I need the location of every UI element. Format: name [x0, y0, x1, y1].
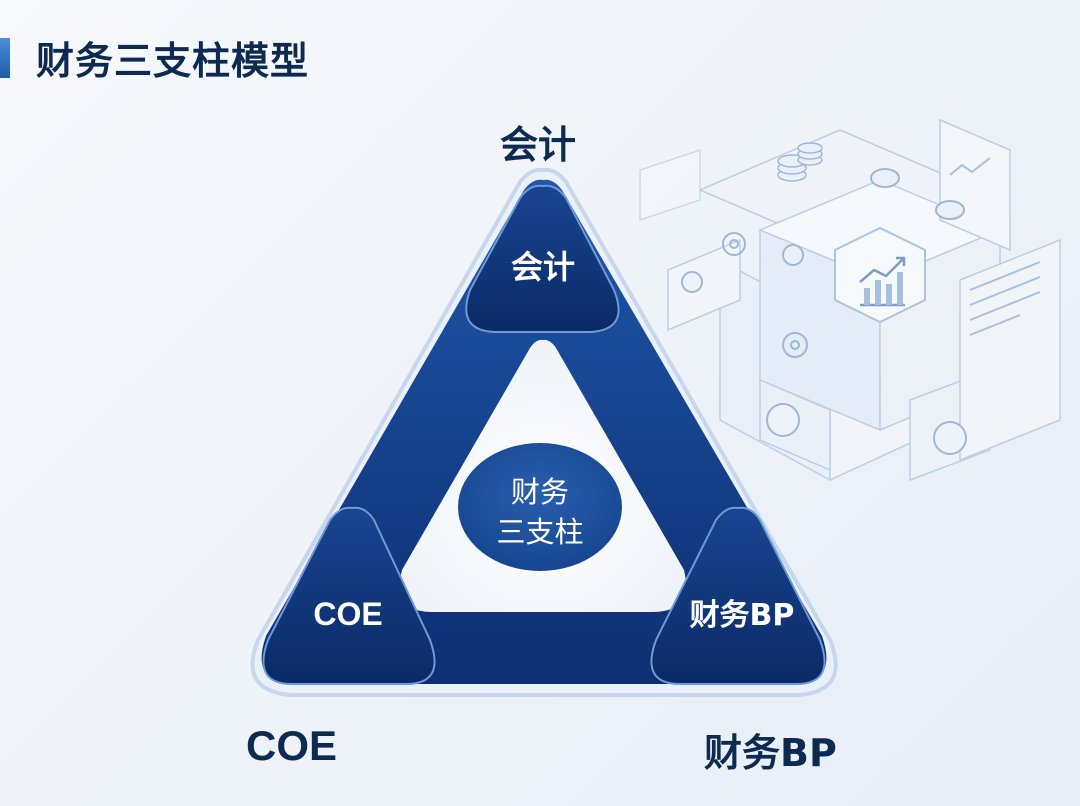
page-title: 财务三支柱模型 [36, 39, 310, 83]
node-top-label: 会计 [511, 248, 575, 286]
node-right-label: 财务BP [690, 598, 795, 633]
node-right [650, 506, 826, 685]
dollar-coin-icon [681, 271, 967, 455]
chart-up-icon [859, 256, 906, 307]
node-left-label: COE [313, 596, 382, 632]
outer-label-top: 会计 [500, 123, 577, 167]
outer-label-left: COE [246, 722, 338, 769]
center-label-line2: 三支柱 [496, 515, 583, 549]
node-top [465, 184, 620, 333]
dollar-coin-icon [777, 142, 823, 182]
title-accent-bar [0, 38, 10, 78]
document-icon [949, 157, 1041, 336]
gear-icon [722, 232, 808, 358]
center-ellipse [458, 443, 622, 571]
center-label-line1: 财务 [511, 475, 569, 509]
node-left [262, 506, 436, 685]
outer-label-right: 财务BP [704, 731, 837, 775]
pie-chart-icon [782, 168, 965, 266]
